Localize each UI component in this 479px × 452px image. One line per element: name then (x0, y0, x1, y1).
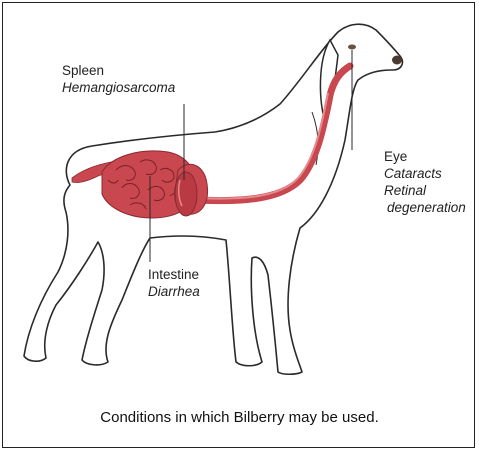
intestine-condition: Diarrhea (148, 283, 200, 300)
eye-condition-cataracts: Cataracts (384, 165, 466, 182)
spleen-condition: Hemangiosarcoma (62, 79, 175, 96)
eye-condition-degeneration: degeneration (384, 199, 466, 216)
intestine-name: Intestine (148, 266, 200, 283)
dog-eye (348, 45, 356, 50)
eye-name: Eye (384, 148, 466, 165)
intestine-label: Intestine Diarrhea (148, 266, 200, 300)
eye-condition-retinal: Retinal (384, 182, 466, 199)
spleen-label: Spleen Hemangiosarcoma (62, 62, 175, 96)
figure-caption: Conditions in which Bilberry may be used… (0, 409, 479, 426)
spleen-name: Spleen (62, 62, 175, 79)
dog-nose (392, 56, 402, 65)
eye-label: Eye Cataracts Retinal degeneration (384, 148, 466, 216)
